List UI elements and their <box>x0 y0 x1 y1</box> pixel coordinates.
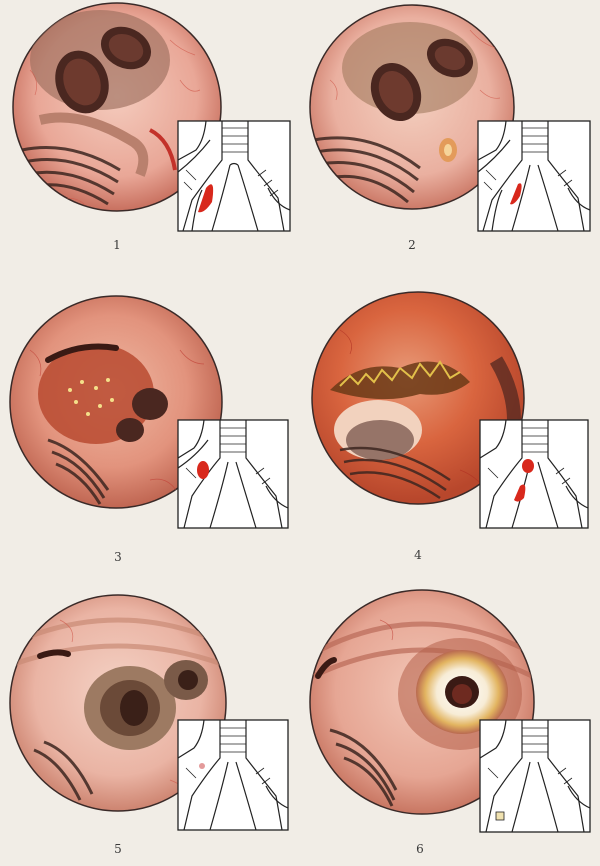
figure-label: 4 <box>414 548 422 562</box>
bronchial-tree-diagram-1 <box>177 120 291 232</box>
endoscopic-view-6 <box>309 589 535 815</box>
bronchial-tree-diagram-3 <box>177 419 289 529</box>
figure-4: 4 <box>300 290 600 576</box>
figure-label: 2 <box>408 238 416 252</box>
figure-1: 1 <box>0 0 300 286</box>
figure-label: 6 <box>416 842 424 856</box>
figure-label: 1 <box>113 238 121 252</box>
endoscopic-view-1 <box>12 2 222 212</box>
endoscopic-view-2 <box>309 4 515 210</box>
figure-3: 3 <box>0 290 300 576</box>
bronchial-tree-diagram-6 <box>479 719 591 833</box>
endoscopic-view-4 <box>311 291 525 505</box>
figure-label: 3 <box>114 550 122 564</box>
endoscopic-view-5 <box>9 594 227 812</box>
figure-2: 2 <box>300 0 600 286</box>
endoscopic-view-3 <box>9 295 223 509</box>
figure-label: 5 <box>114 842 122 856</box>
figure-5: 5 <box>0 580 300 866</box>
bronchial-tree-diagram-2 <box>477 120 591 232</box>
figure-6: 6 <box>300 580 600 866</box>
bronchial-tree-diagram-5 <box>177 719 289 831</box>
bronchial-tree-diagram-4 <box>479 419 589 529</box>
